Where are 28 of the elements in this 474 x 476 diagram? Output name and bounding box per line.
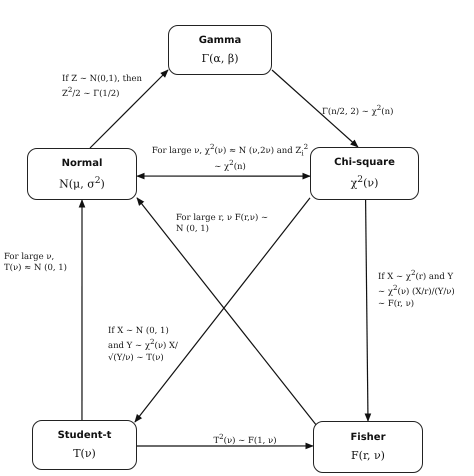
edge-label: T$^{2}$(ν) ~ F(1, ν)	[212, 432, 278, 448]
rounded-box	[27, 148, 137, 200]
node-title: Fisher	[350, 432, 386, 443]
rounded-box	[310, 147, 419, 200]
arrow	[136, 172, 311, 180]
formula: Γ(α, β)	[202, 52, 238, 65]
edge-label: If X ~ χ$^{2}$(r) and Y ~ χ$^{2}$(ν) (X/r)/(Y/ν) ~ F(r, ν)	[378, 268, 456, 310]
formula: T(ν)	[73, 447, 96, 460]
formula: N(μ, σ$^{2}$)	[59, 174, 105, 190]
arrow	[78, 199, 86, 420]
arrow	[137, 442, 314, 450]
formula: χ$^{2}$(ν)	[350, 174, 378, 190]
arrow	[364, 200, 372, 422]
edge-label: For large ν, T(ν) ≈ N (0, 1)	[4, 252, 68, 275]
edge-label: If X ~ N (0, 1) and Y ~ χ$^{2}$(ν) X/√(Y/ν) ~ T(ν)	[108, 326, 179, 364]
arrow	[272, 70, 359, 148]
rounded-box	[313, 421, 423, 473]
edge-label: If Z ~ N(0,1), then Z$^{2}$/2 ~ Γ(1/2)	[62, 74, 144, 101]
node-title: Normal	[62, 158, 102, 169]
edge-label: Γ(n/2, 2) ~ χ$^{2}$(n)	[322, 103, 394, 118]
node-title: Gamma	[198, 35, 242, 46]
rounded-box	[168, 25, 272, 75]
node-title: Student-t	[58, 430, 112, 441]
edge-label: For large r, ν F(r,ν) ~ N (0, 1)	[176, 213, 270, 236]
node-title: Chi-square	[334, 157, 395, 168]
rounded-box	[32, 420, 137, 470]
arrow	[90, 69, 169, 148]
formula: F(r, ν)	[351, 449, 385, 462]
